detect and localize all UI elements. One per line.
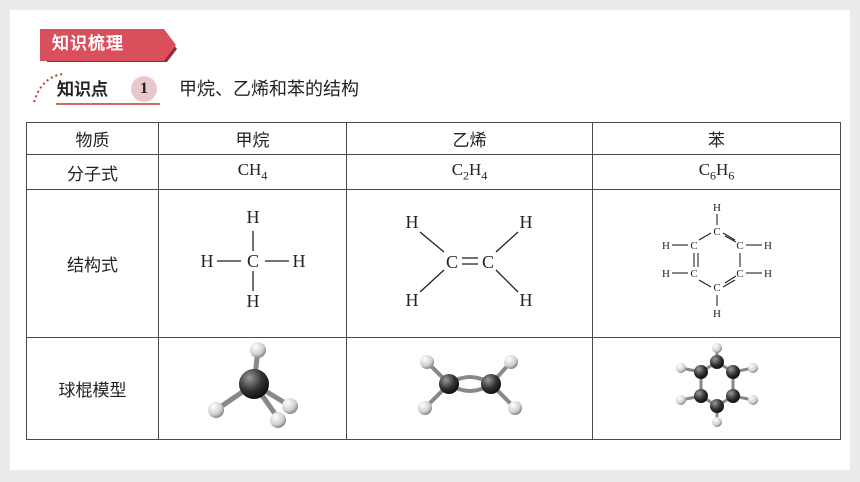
benzene-h6: H: [713, 308, 721, 320]
table-row-formula: 分子式 CH4 C2H4 C6H6: [26, 154, 841, 190]
ethylene-c2: C: [481, 252, 493, 272]
structural-ethylene: H H H H C C: [346, 189, 593, 338]
methane-structural-formula: H H C H H: [200, 207, 305, 311]
benzene-c3: C: [736, 240, 743, 252]
row-header-substance: 物质: [26, 122, 159, 155]
formula-benzene-text: C6H6: [698, 160, 735, 183]
benzene-c5: C: [736, 268, 743, 280]
ball-stick-ethylene: [346, 337, 593, 440]
formula-methane-text: CH4: [237, 160, 268, 183]
ethylene-h4: H: [519, 290, 532, 310]
formula-ethylene-text: C2H4: [451, 160, 488, 183]
formula-benzene: C6H6: [592, 154, 841, 190]
structure-table: 物质 甲烷 乙烯 苯 分子式 CH4 C2H4 C6H6 结构式 H H C H…: [26, 122, 841, 440]
benzene-c2: C: [690, 240, 697, 252]
row-header-structural: 结构式: [26, 189, 159, 338]
methane-h-bottom: H: [246, 291, 259, 311]
formula-methane: CH4: [158, 154, 347, 190]
benzene-c6: C: [713, 282, 720, 294]
methane-h-left: H: [200, 251, 213, 271]
methane-ball-stick-model: [207, 342, 298, 428]
substance-methane: 甲烷: [158, 122, 347, 155]
ethylene-c1: C: [445, 252, 457, 272]
row-header-formula: 分子式: [26, 154, 159, 190]
benzene-structural-formula: C C C C C C H H H H H H: [662, 202, 772, 320]
benzene-h2: H: [662, 240, 670, 252]
methane-h-top: H: [246, 207, 259, 227]
substance-ethylene: 乙烯: [346, 122, 593, 155]
methane-h-right: H: [292, 251, 305, 271]
benzene-h5: H: [764, 268, 772, 280]
benzene-h3: H: [764, 240, 772, 252]
structural-methane: H H C H H: [158, 189, 347, 338]
ethylene-structural-formula: H H H H C C: [405, 212, 532, 310]
table-row-ball-stick: 球棍模型: [26, 337, 841, 440]
section-banner-text: 知识梳理: [52, 34, 124, 54]
table-row-structural: 结构式 H H C H H H H H H C C: [26, 189, 841, 338]
section-banner-shape: [40, 29, 177, 62]
knowledge-point-label: 知识点: [57, 80, 108, 100]
row-header-ball-stick: 球棍模型: [26, 337, 159, 440]
ethylene-h1: H: [405, 212, 418, 232]
benzene-c4: C: [690, 268, 697, 280]
ball-stick-methane: [158, 337, 347, 440]
benzene-c1: C: [713, 226, 720, 238]
structural-benzene: C C C C C C H H H H H H: [592, 189, 841, 338]
ethylene-h3: H: [405, 290, 418, 310]
benzene-h4: H: [662, 268, 670, 280]
benzene-h1: H: [713, 202, 721, 214]
knowledge-point-arc: [33, 73, 160, 105]
knowledge-point-number: 1: [131, 76, 157, 102]
ethylene-ball-stick-model: [417, 355, 522, 415]
ball-stick-benzene: [592, 337, 841, 440]
substance-benzene: 苯: [592, 122, 841, 155]
knowledge-point-title: 甲烷、乙烯和苯的结构: [179, 79, 359, 100]
table-row-substance: 物质 甲烷 乙烯 苯: [26, 122, 841, 155]
benzene-ball-stick-model: [675, 343, 758, 427]
formula-ethylene: C2H4: [346, 154, 593, 190]
ethylene-h2: H: [519, 212, 532, 232]
methane-c: C: [246, 251, 258, 271]
